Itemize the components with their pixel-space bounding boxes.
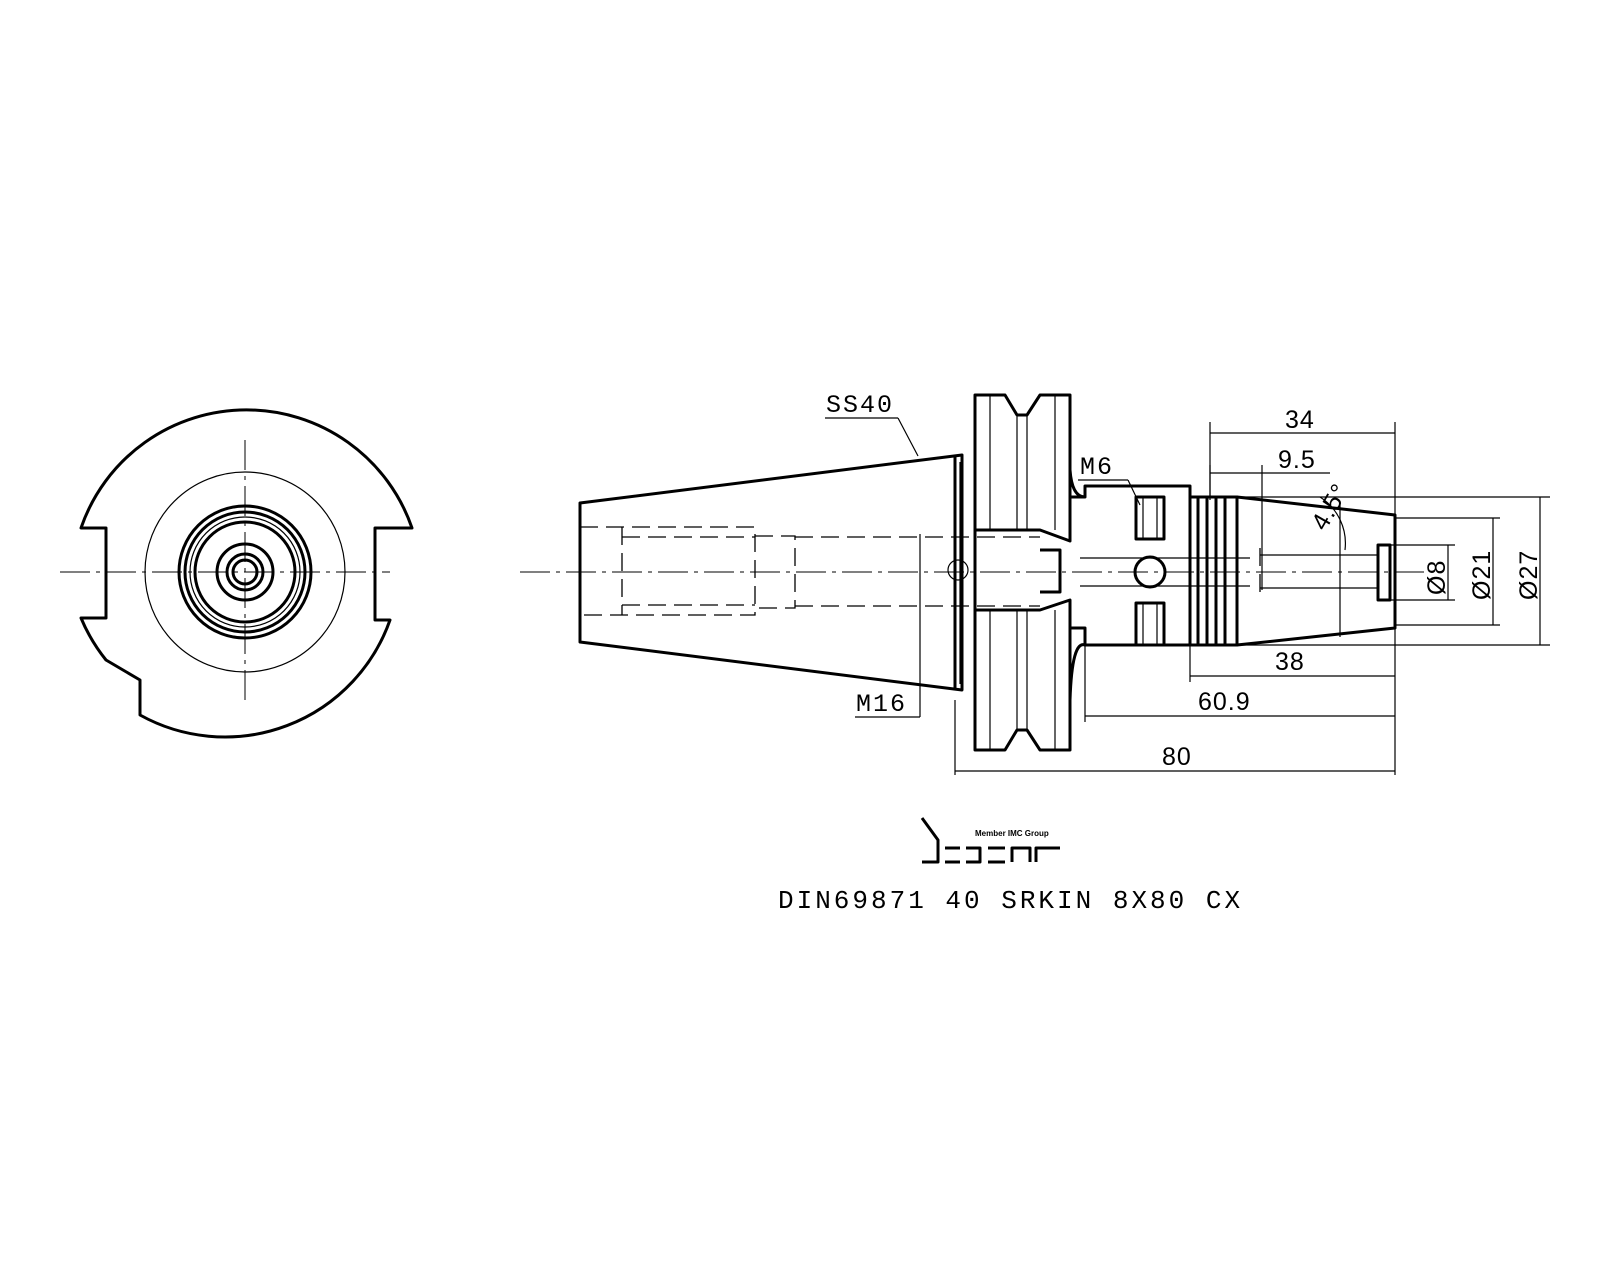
- body-neck: [1070, 484, 1192, 647]
- dim-60-9-text: 60.9: [1198, 688, 1251, 716]
- side-view: [520, 393, 1435, 752]
- logo-tagline: Member IMC Group: [975, 829, 1049, 838]
- dimensions: 34 9.5 4.5° 38 60.9 80 Ø8 Ø21: [954, 406, 1550, 775]
- side-screw-top: [1134, 495, 1166, 541]
- callout-m16-text: M16: [856, 690, 907, 719]
- flange-bore: [1040, 548, 1062, 594]
- flange-bottom: [973, 598, 1072, 752]
- callout-m6-text: M6: [1080, 453, 1114, 482]
- body-neck-fillet-bot: [1068, 643, 1086, 701]
- dim-8-text: Ø8: [1423, 560, 1451, 595]
- balance-hole: [947, 559, 969, 581]
- dim-angle-text: 4.5°: [1306, 479, 1355, 535]
- end-view-outline: [79, 408, 414, 739]
- callout-ss40-leader: [897, 417, 919, 457]
- dim-21-text: Ø21: [1468, 550, 1496, 600]
- retention-bore-hidden: [580, 526, 756, 616]
- callouts: SS40 M6 M16: [825, 391, 1141, 719]
- flange-top: [973, 393, 1072, 543]
- dim-80-text: 80: [1162, 743, 1192, 771]
- iscar-logo: Member IMC Group: [920, 817, 1060, 864]
- nose-cone: [1236, 495, 1397, 647]
- cross-hole: [1133, 555, 1167, 589]
- retention-bore-hidden-5: [755, 535, 796, 609]
- part-designation: DIN69871 40 SRKIN 8X80 CX: [778, 886, 1243, 916]
- logo-mark: [920, 817, 1060, 864]
- dim-9-5-text: 9.5: [1278, 446, 1316, 474]
- side-screw-bottom: [1134, 601, 1166, 647]
- callout-m6-leader: [1127, 479, 1141, 506]
- body-neck-fillet-top: [1068, 469, 1086, 499]
- dim-38-text: 38: [1275, 648, 1305, 676]
- callout-ss40-text: SS40: [826, 391, 894, 420]
- dim-angle-arc: [1319, 496, 1346, 551]
- taper-body: [578, 453, 964, 692]
- end-view: [60, 408, 414, 739]
- dim-34-text: 34: [1285, 406, 1315, 434]
- dim-27-text: Ø27: [1515, 550, 1543, 600]
